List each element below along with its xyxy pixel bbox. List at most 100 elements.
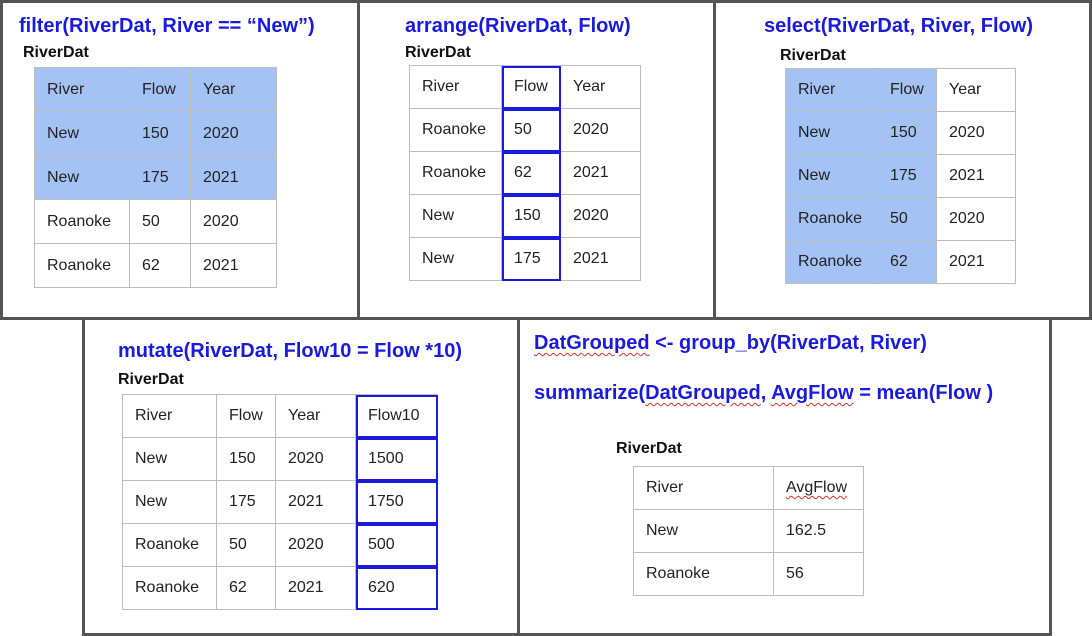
cell-1: 62 bbox=[501, 151, 561, 195]
cell-1: 175 bbox=[877, 154, 937, 198]
cell-0: New bbox=[785, 111, 878, 155]
header-cell-1: Flow bbox=[129, 67, 191, 112]
cell-0: New bbox=[34, 111, 130, 156]
cell-1: 150 bbox=[877, 111, 937, 155]
cell-1: 150 bbox=[129, 111, 191, 156]
cell-1: 162.5 bbox=[773, 509, 864, 553]
cell-2: 2020 bbox=[560, 194, 641, 238]
header-cell-1: Flow bbox=[216, 394, 276, 438]
cell-1: 50 bbox=[129, 199, 191, 244]
mutate-panel: mutate(RiverDat, Flow10 = Flow *10) Rive… bbox=[82, 317, 521, 636]
header-cell-0: River bbox=[633, 466, 774, 510]
cell-3: 620 bbox=[355, 566, 438, 610]
cell-1: 175 bbox=[216, 480, 276, 524]
cell-2: 2020 bbox=[560, 108, 641, 152]
cell-2: 2020 bbox=[936, 111, 1016, 155]
filter-code: filter(RiverDat, River == “New”) bbox=[19, 15, 315, 37]
summarize-arg: DatGrouped bbox=[645, 382, 761, 404]
cell-0: Roanoke bbox=[122, 566, 217, 610]
cell-2: 2021 bbox=[560, 151, 641, 195]
cell-0: New bbox=[122, 437, 217, 481]
header-cell-2: Year bbox=[936, 68, 1016, 112]
header-cell-1: AvgFlow bbox=[773, 466, 864, 510]
mutate-code: mutate(RiverDat, Flow10 = Flow *10) bbox=[118, 340, 462, 362]
cell-0: New bbox=[122, 480, 217, 524]
cell-0: Roanoke bbox=[633, 552, 774, 596]
datgrouped-token: DatGrouped bbox=[534, 332, 650, 354]
header-cell-2: Year bbox=[275, 394, 356, 438]
select-code: select(RiverDat, River, Flow) bbox=[764, 15, 1033, 37]
cell-3: 1750 bbox=[355, 480, 438, 524]
summarize-table-name: RiverDat bbox=[616, 440, 682, 457]
group-by-call: <- group_by(RiverDat, River) bbox=[649, 332, 927, 354]
cell-1: 175 bbox=[501, 237, 561, 281]
mutate-table-name: RiverDat bbox=[118, 371, 184, 388]
cell-2: 2020 bbox=[936, 197, 1016, 241]
select-table-name: RiverDat bbox=[780, 47, 846, 64]
cell-2: 2021 bbox=[275, 480, 356, 524]
arrange-table-name: RiverDat bbox=[405, 44, 471, 61]
header-label: AvgFlow bbox=[786, 479, 848, 496]
cell-0: Roanoke bbox=[785, 197, 878, 241]
summarize-fn: summarize( bbox=[534, 382, 646, 404]
cell-2: 2021 bbox=[190, 155, 277, 200]
cell-2: 2020 bbox=[190, 199, 277, 244]
filter-panel: filter(RiverDat, River == “New”) RiverDa… bbox=[0, 0, 360, 320]
cell-1: 62 bbox=[129, 243, 191, 288]
arrange-code: arrange(RiverDat, Flow) bbox=[405, 15, 631, 37]
header-cell-0: River bbox=[34, 67, 130, 112]
cell-2: 2020 bbox=[275, 523, 356, 567]
cell-1: 50 bbox=[501, 108, 561, 152]
cell-0: Roanoke bbox=[34, 243, 130, 288]
cell-2: 2020 bbox=[190, 111, 277, 156]
cell-1: 56 bbox=[773, 552, 864, 596]
cell-2: 2021 bbox=[936, 240, 1016, 284]
cell-1: 62 bbox=[216, 566, 276, 610]
cell-1: 150 bbox=[501, 194, 561, 238]
cell-3: 500 bbox=[355, 523, 438, 567]
cell-0: New bbox=[785, 154, 878, 198]
summarize-header-row: River AvgFlow bbox=[633, 466, 864, 510]
header-cell-1: Flow bbox=[877, 68, 937, 112]
cell-0: New bbox=[633, 509, 774, 553]
header-cell-2: Year bbox=[560, 65, 641, 109]
header-cell-0: River bbox=[409, 65, 502, 109]
cell-2: 2021 bbox=[936, 154, 1016, 198]
cell-1: 150 bbox=[216, 437, 276, 481]
cell-0: Roanoke bbox=[34, 199, 130, 244]
cell-0: Roanoke bbox=[409, 151, 502, 195]
summarize-sep: , bbox=[760, 382, 772, 404]
cell-2: 2021 bbox=[560, 237, 641, 281]
filter-table-name: RiverDat bbox=[23, 44, 89, 61]
cell-0: New bbox=[409, 237, 502, 281]
header-cell-0: River bbox=[785, 68, 878, 112]
cell-0: Roanoke bbox=[785, 240, 878, 284]
cell-1: 50 bbox=[877, 197, 937, 241]
summarize-panel: DatGrouped <- group_by(RiverDat, River) … bbox=[517, 317, 1052, 636]
cell-1: 175 bbox=[129, 155, 191, 200]
group-by-code: DatGrouped <- group_by(RiverDat, River) bbox=[534, 332, 927, 355]
